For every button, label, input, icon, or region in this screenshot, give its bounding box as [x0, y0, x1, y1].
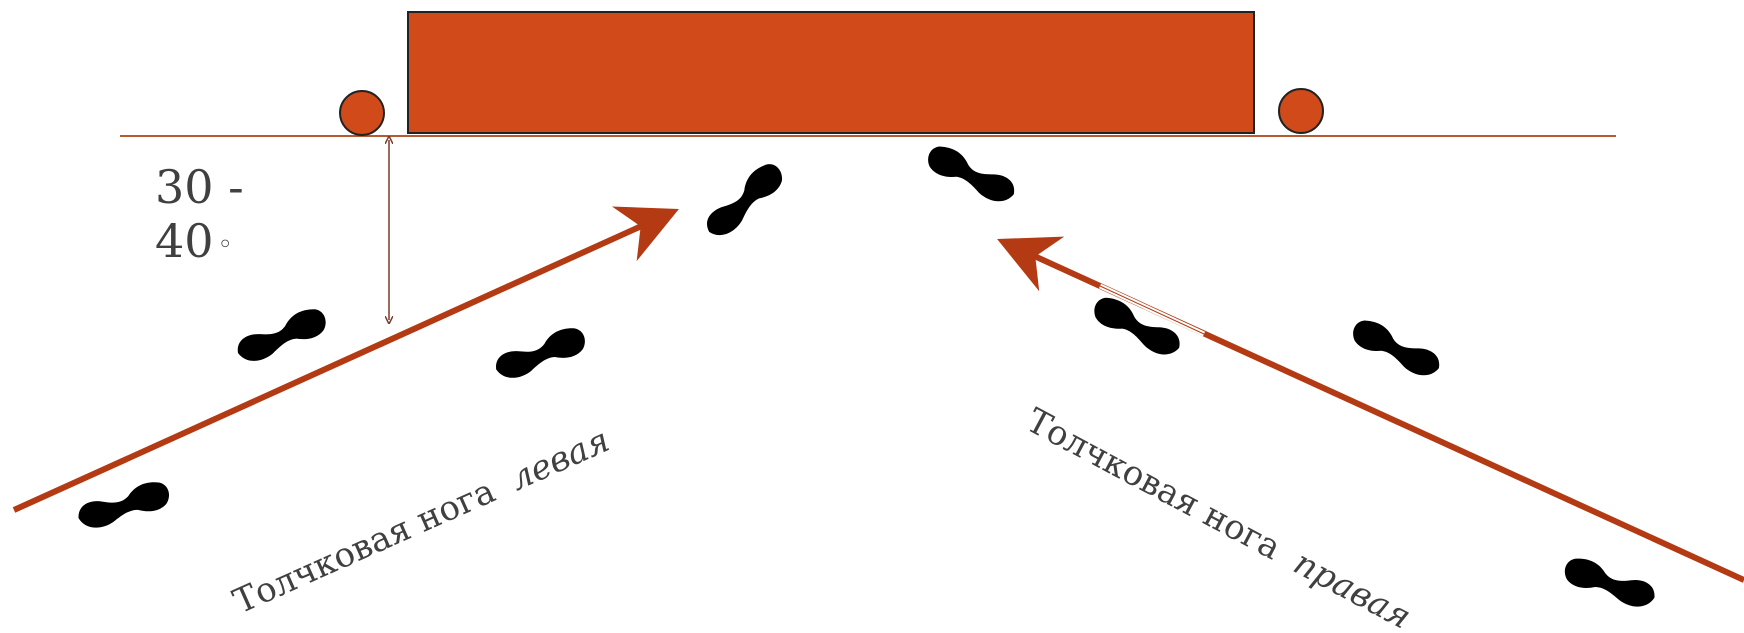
right-arrow-thin-segment: [1099, 285, 1205, 335]
angle-line-2-wrap: 40◦: [155, 214, 244, 272]
left-approach-arrow: [12, 206, 679, 513]
angle-value: 40: [155, 214, 214, 268]
degree-symbol: ◦: [217, 230, 233, 260]
footprint-icon: [231, 304, 332, 366]
footprint-icon: [74, 478, 173, 532]
stand-post-icon: [339, 90, 385, 136]
left-approach-caption: Толчковая нога левая: [227, 420, 615, 622]
approach-angle-label: 30 - 40◦: [155, 160, 244, 272]
right-caption-foot: правая: [1287, 543, 1417, 633]
angle-line-1: 30 -: [155, 160, 244, 214]
left-caption-foot: левая: [504, 420, 616, 499]
left-caption-main: Толчковая нога: [227, 471, 501, 622]
right-approach-caption: Толчковая нога правая: [1020, 401, 1418, 633]
footprint-icon: [696, 158, 792, 243]
footprint-icon: [1560, 554, 1660, 611]
footprint-icon: [1346, 315, 1447, 381]
footprint-icon: [921, 141, 1022, 207]
landing-mat: [407, 11, 1255, 134]
stand-post-icon: [1278, 88, 1324, 134]
footprint-icon: [490, 324, 590, 383]
right-caption-main: Толчковая нога: [1020, 401, 1288, 569]
